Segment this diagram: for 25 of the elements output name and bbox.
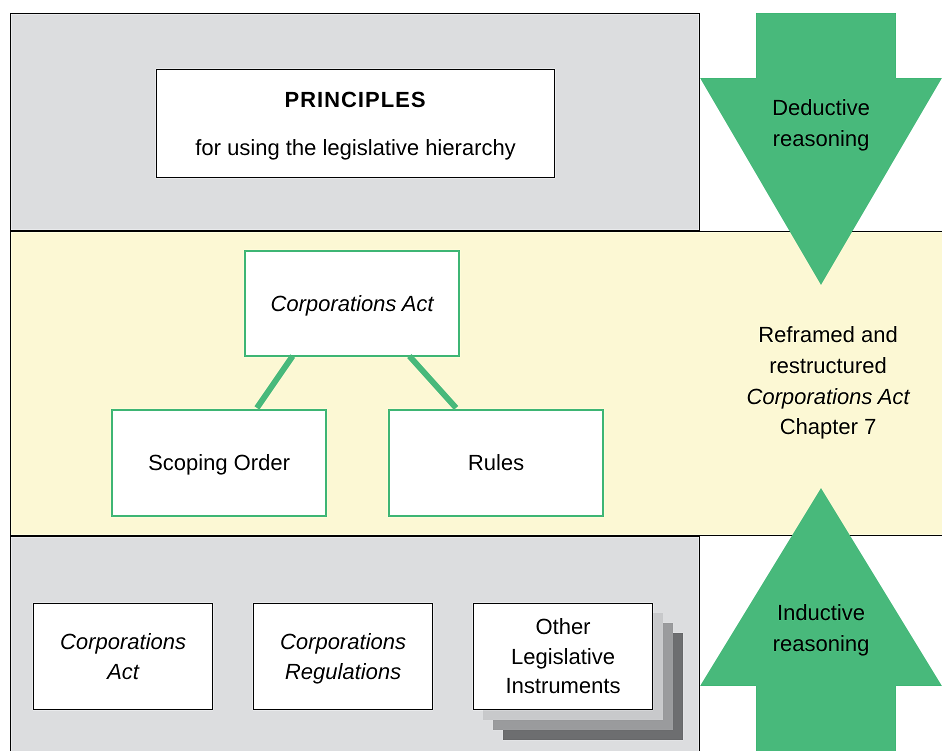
arrow-label: Inductive reasoning [772,599,870,658]
box-label: Rules [468,449,524,478]
band-panel [10,231,942,536]
band-panel [10,13,700,231]
process-box [33,603,213,710]
process-box [244,250,460,357]
box-label: Corporations Regulations [279,628,407,686]
process-box [388,409,604,517]
box-label: Other Legislative Instruments [504,612,622,700]
box-label: Scoping Order [148,449,290,478]
process-box [156,69,555,178]
process-box [111,409,327,517]
box-label: Corporations Act [270,290,434,318]
box-label: Corporations Act [59,628,187,686]
band-panel [10,536,700,751]
box-label: for using the legislative hierarchy [195,134,516,162]
box-heading: PRINCIPLES [284,86,427,114]
arrow-label: Deductive reasoning [771,94,871,153]
up-arrow [700,488,942,751]
process-box [473,603,653,710]
down-arrow [700,13,942,285]
process-box [253,603,433,710]
connector-line [254,354,296,410]
band-label: Reframed and restructured Corporations Act Chapter 7 [745,321,912,442]
connector-line [407,354,458,410]
